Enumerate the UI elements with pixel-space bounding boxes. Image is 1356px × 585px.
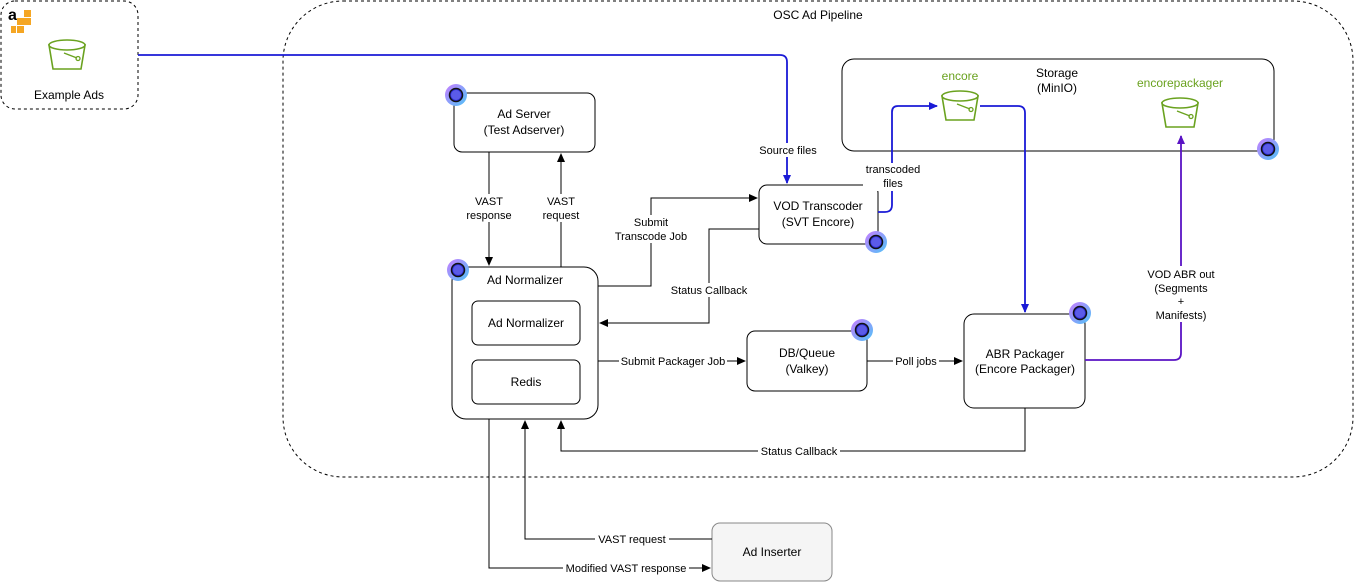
- example-ads-group: a Example Ads: [0, 0, 139, 110]
- ad-inserter-node[interactable]: Ad Inserter: [711, 522, 833, 582]
- pipeline-title: OSC Ad Pipeline: [773, 8, 863, 22]
- edge-submit-transcode-label-1: Submit: [634, 217, 668, 229]
- edge-vast-request-bottom: VAST request: [521, 420, 712, 546]
- encorepackager-bucket-icon: [1161, 97, 1199, 128]
- vod-transcoder-node[interactable]: VOD Transcoder (SVT Encore): [758, 184, 888, 254]
- ad-normalizer-node[interactable]: Ad Normalizer Ad Normalizer Redis: [446, 258, 599, 420]
- example-ads-bucket-icon: [48, 39, 86, 70]
- aws-logo-icon: a: [8, 6, 31, 33]
- edge-submit-transcode: Submit Transcode Job: [598, 194, 758, 287]
- edge-vast-request-top-label-1: VAST: [547, 196, 575, 208]
- abr-packager-title: ABR Packager: [986, 347, 1065, 361]
- edge-modified-vast-response: Modified VAST response: [488, 419, 711, 575]
- db-queue-title: DB/Queue: [779, 346, 835, 360]
- edge-submit-packager-label: Submit Packager Job: [621, 356, 726, 368]
- edge-source-files: Source files: [138, 54, 820, 184]
- edge-vod-abr-out-label-3: +: [1178, 296, 1184, 308]
- ad-server-osc-icon: [444, 83, 468, 107]
- vod-transcoder-osc-icon: [864, 230, 888, 254]
- ad-server-subtitle: (Test Adserver): [484, 123, 565, 137]
- edge-status-callback-bottom: Status Callback: [557, 408, 1026, 458]
- edge-vast-response: VAST response: [464, 152, 514, 266]
- encore-bucket-icon: [941, 90, 979, 121]
- redis-node[interactable]: Redis: [471, 359, 581, 405]
- edge-vast-response-label-2: response: [466, 210, 511, 222]
- pipeline-group: OSC Ad Pipeline: [282, 0, 1354, 478]
- vod-transcoder-title: VOD Transcoder: [773, 199, 862, 213]
- storage-osc-icon: [1256, 137, 1280, 161]
- edge-status-callback-top-label: Status Callback: [671, 285, 748, 297]
- edge-vod-abr-out-label-4: Manifests): [1156, 310, 1207, 322]
- edge-poll-jobs: Poll jobs: [867, 354, 963, 368]
- storage-subtitle: (MinIO): [1037, 81, 1077, 95]
- edge-vod-abr-out-label-1: VOD ABR out: [1147, 269, 1214, 281]
- storage-group: Storage (MinIO) encore encorepackager: [841, 58, 1280, 161]
- edge-status-callback-bottom-label: Status Callback: [761, 446, 838, 458]
- edge-poll-jobs-label: Poll jobs: [895, 356, 937, 368]
- ad-normalizer-inner-label: Ad Normalizer: [488, 316, 564, 330]
- ad-server-title: Ad Server: [497, 107, 550, 121]
- edge-vod-abr-out: VOD ABR out (Segments + Manifests): [1085, 135, 1219, 361]
- ad-normalizer-inner-node[interactable]: Ad Normalizer: [471, 300, 581, 346]
- storage-title: Storage: [1036, 66, 1078, 80]
- db-queue-osc-icon: [850, 318, 874, 342]
- ad-normalizer-title: Ad Normalizer: [487, 273, 563, 287]
- edge-submit-packager: Submit Packager Job: [598, 354, 746, 368]
- edge-encore-to-packager: [980, 105, 1029, 313]
- db-queue-node[interactable]: DB/Queue (Valkey): [746, 318, 874, 392]
- vod-transcoder-subtitle: (SVT Encore): [782, 215, 854, 229]
- ad-inserter-label: Ad Inserter: [743, 545, 802, 559]
- ad-normalizer-osc-icon: [446, 258, 470, 282]
- abr-packager-osc-icon: [1068, 301, 1092, 325]
- edge-vast-response-label-1: VAST: [475, 196, 503, 208]
- redis-label: Redis: [511, 375, 542, 389]
- edge-modified-vast-response-label: Modified VAST response: [566, 563, 687, 575]
- edge-source-files-label: Source files: [759, 145, 817, 157]
- encorepackager-bucket-label: encorepackager: [1137, 76, 1223, 90]
- edge-vast-request-top: VAST request: [538, 153, 584, 267]
- edge-vast-request-bottom-label: VAST request: [598, 534, 665, 546]
- db-queue-subtitle: (Valkey): [785, 362, 828, 376]
- edge-transcoded-files: transcoded files: [863, 102, 938, 213]
- edge-transcoded-files-label-2: files: [883, 178, 903, 190]
- abr-packager-subtitle: (Encore Packager): [975, 362, 1075, 376]
- example-ads-label: Example Ads: [34, 88, 104, 102]
- abr-packager-node[interactable]: ABR Packager (Encore Packager): [963, 301, 1092, 409]
- encore-bucket-label: encore: [942, 69, 979, 83]
- edge-vod-abr-out-label-2: (Segments: [1154, 283, 1208, 295]
- edge-transcoded-files-label-1: transcoded: [866, 164, 920, 176]
- edge-status-callback-top: Status Callback: [599, 228, 759, 327]
- svg-text:a: a: [8, 7, 17, 24]
- edge-submit-transcode-label-2: Transcode Job: [615, 231, 687, 243]
- ad-server-node[interactable]: Ad Server (Test Adserver): [444, 83, 596, 153]
- edge-vast-request-top-label-2: request: [543, 210, 580, 222]
